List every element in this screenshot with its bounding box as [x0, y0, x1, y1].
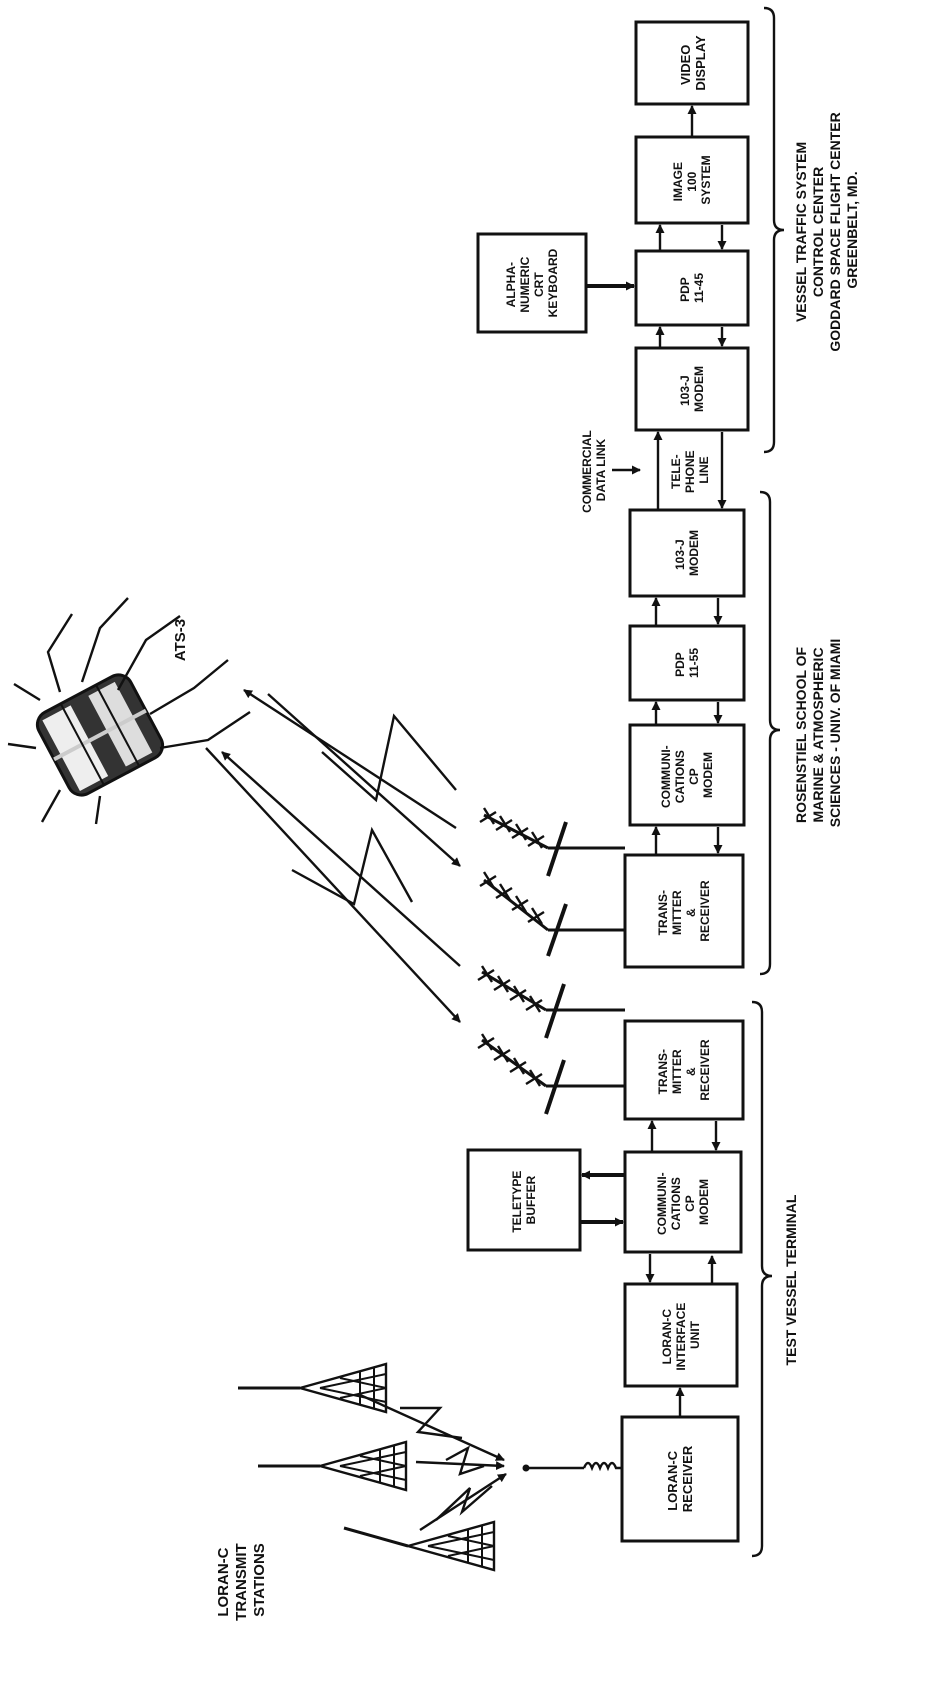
test-vessel-antenna-icon-2 [477, 1033, 625, 1115]
loran-c-interface-unit-box: LORAN-C INTERFACE UNIT [623, 1282, 739, 1388]
svg-text:COMMUNI- CATIONS C: COMMUNI- CATIONS CP MODEM [655, 1169, 711, 1235]
svg-text:VIDEO DISPLAY: VIDEO DISPLAY [678, 35, 708, 90]
svg-text:ALPHA- NUMERIC CRT: ALPHA- NUMERIC CRT KEYBOARD [504, 248, 560, 317]
svg-text:TRANS- MITTER &: TRANS- MITTER & RECEIVER [656, 1039, 712, 1101]
loran-c-receiver-box: LORAN-C RECEIVER [620, 1415, 740, 1543]
test-vessel-bracket: TEST VESSEL TERMINAL [751, 1000, 799, 1558]
rosenstiel-antenna-icon-2 [479, 871, 625, 957]
communications-cp-modem-test-vessel-box: COMMUNI- CATIONS CP MODEM [623, 1150, 743, 1254]
transmitter-receiver-rosenstiel-box: TRANS- MITTER & RECEIVER [623, 853, 745, 969]
loran-stations-label: LORAN-C TRANSMIT STATIONS [215, 1539, 268, 1621]
image-100-system-box: IMAGE 100 SYSTEM [634, 135, 750, 225]
communications-cp-modem-rosenstiel-box: COMMUNI- CATIONS CP MODEM [628, 723, 746, 827]
satellite-radio-links [205, 688, 461, 1023]
modem-103j-rosenstiel-box: 103-J MODEM [628, 508, 746, 598]
svg-text:ATS-3: ATS-3 [172, 619, 189, 661]
svg-text:TEST VESSEL TERMINAL: TEST VESSEL TERMINAL [783, 1194, 799, 1365]
svg-text:PDP 11-55: PDP 11-55 [673, 648, 701, 678]
transmitter-receiver-test-vessel-box: TRANS- MITTER & RECEIVER [623, 1019, 745, 1121]
svg-text:TELETYPE BUFFER: TELETYPE BUFFER [510, 1167, 538, 1232]
alphanumeric-crt-keyboard-box: ALPHA- NUMERIC CRT KEYBOARD [476, 232, 588, 334]
svg-text:VESSEL TRAFFIC SYSTEM CO: VESSEL TRAFFIC SYSTEM CONTROL CENTER GOD… [793, 108, 860, 351]
pdp-11-55-box: PDP 11-55 [628, 624, 746, 702]
pdp-11-45-box: PDP 11-45 [634, 249, 750, 327]
svg-text:IMAGE 100 SYSTEM: IMAGE 100 SYSTEM [671, 155, 713, 204]
loran-receiver-antenna-icon [522, 1461, 622, 1472]
loran-radio-links [357, 1392, 507, 1532]
svg-text:COMMERCIAL DATA LINK: COMMERCIAL DATA LINK [580, 427, 608, 513]
svg-text:LORAN-C INTERFACE: LORAN-C INTERFACE UNIT [660, 1299, 702, 1370]
loran-tower-icon-2 [258, 1440, 408, 1492]
teletype-buffer-box: TELETYPE BUFFER [466, 1148, 582, 1252]
loran-tower-icon-3 [343, 1520, 496, 1572]
test-vessel-antenna-icon [477, 965, 625, 1039]
telephone-line-label: TELE- PHONE LINE [669, 447, 711, 493]
svg-text:COMMUNI- CATIONS C: COMMUNI- CATIONS CP MODEM [659, 742, 715, 808]
svg-text:TRANS- MITTER &: TRANS- MITTER & RECEIVER [656, 880, 712, 942]
svg-text:103-J MODEM: 103-J MODEM [673, 530, 701, 576]
ats-3-satellite-icon [7, 597, 251, 825]
connector-arrows [580, 105, 727, 1417]
video-display-box: VIDEO DISPLAY [634, 20, 750, 106]
modem-103j-control-center-box: 103-J MODEM [634, 346, 750, 432]
vessel-traffic-bracket: VESSEL TRAFFIC SYSTEM CONTROL CENTER GOD… [763, 6, 860, 454]
loran-tower-icon [238, 1362, 388, 1414]
svg-text:PDP 11-45: PDP 11-45 [678, 273, 706, 303]
satellite-label: ATS-3 [172, 619, 189, 661]
commercial-data-link-label: COMMERCIAL DATA LINK [580, 427, 608, 513]
svg-text:ROSENSTIEL SCHOOL OF MAR: ROSENSTIEL SCHOOL OF MARINE & ATMOSPHERI… [793, 639, 843, 828]
svg-text:103-J MODEM: 103-J MODEM [678, 366, 706, 412]
svg-text:LORAN-C RECEIVER: LORAN-C RECEIVER [665, 1445, 695, 1512]
rosenstiel-bracket: ROSENSTIEL SCHOOL OF MARINE & ATMOSPHERI… [759, 490, 843, 976]
svg-text:TELE- PHONE LINE: TELE- PHONE LINE [669, 447, 711, 493]
svg-text:LORAN-C TRANSMIT S: LORAN-C TRANSMIT STATIONS [215, 1539, 268, 1621]
rosenstiel-antenna-icon [479, 807, 625, 877]
antennas [477, 807, 625, 1115]
